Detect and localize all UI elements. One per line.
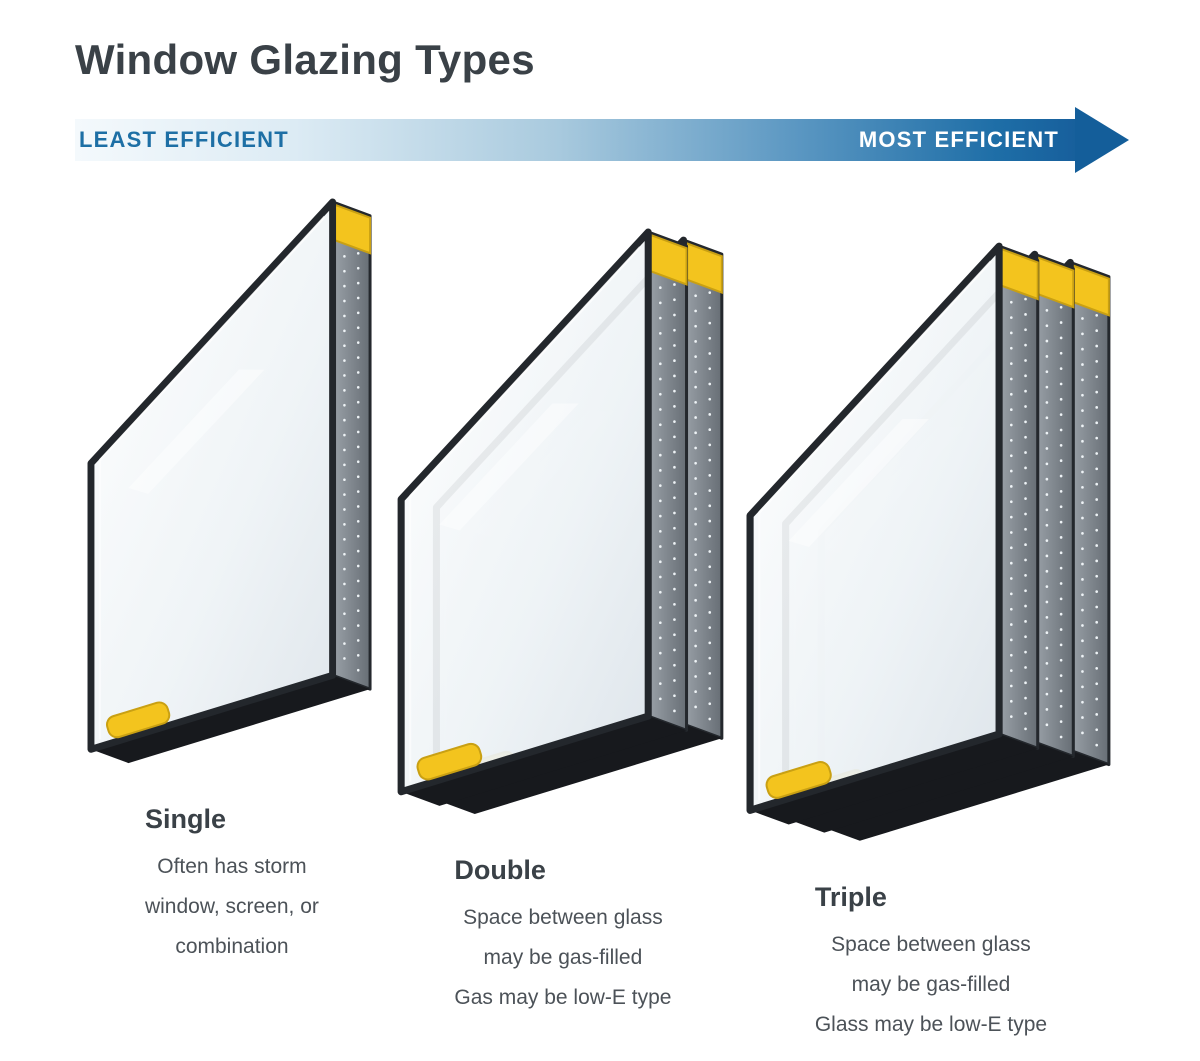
- triple-caption: Triple Space between glass may be gas-fi…: [815, 848, 1047, 1045]
- most-efficient-label: MOST EFFICIENT: [858, 127, 1059, 152]
- type-name-single: Single: [144, 804, 226, 834]
- efficiency-scale: LEAST EFFICIENT MOST EFFICIENT: [75, 107, 1129, 173]
- page-title: Window Glazing Types: [75, 36, 535, 83]
- type-desc-single: Often has storm window, screen, or combi…: [145, 847, 319, 967]
- least-efficient-label: LEAST EFFICIENT: [79, 127, 289, 152]
- desc-line: Gas may be low-E type: [454, 985, 672, 1009]
- glazing-type-single: Single Often has storm window, screen, o…: [75, 198, 389, 967]
- type-name-triple: Triple: [814, 882, 887, 912]
- type-desc-triple: Space between glass may be gas-filled Gl…: [815, 925, 1047, 1045]
- glass-pane: [401, 232, 686, 806]
- efficiency-gradient-bar: [75, 119, 1077, 161]
- glass-pane: [750, 246, 1038, 824]
- type-desc-double: Space between glass may be gas-filled Ga…: [454, 898, 671, 1018]
- arrow-head-icon: [1075, 107, 1129, 173]
- desc-line: may be gas-filled: [851, 972, 1011, 996]
- desc-line: window, screen, or: [144, 894, 319, 918]
- glazing-types-row: Single Often has storm window, screen, o…: [75, 194, 1125, 1045]
- desc-line: Often has storm: [157, 855, 307, 878]
- single-caption: Single Often has storm window, screen, o…: [145, 770, 319, 967]
- triple-glazing-illustration: [746, 242, 1116, 848]
- double-glazing-illustration: [397, 228, 729, 821]
- desc-line: may be gas-filled: [483, 945, 643, 969]
- desc-line: Space between glass: [831, 933, 1031, 956]
- desc-line: Glass may be low-E type: [814, 1012, 1048, 1036]
- desc-line: combination: [175, 934, 289, 958]
- double-caption: Double Space between glass may be gas-fi…: [454, 821, 671, 1018]
- single-glazing-illustration: [87, 198, 377, 770]
- glazing-type-triple: Triple Space between glass may be gas-fi…: [737, 242, 1125, 1045]
- glass-pane: [91, 202, 370, 763]
- type-name-double: Double: [454, 855, 546, 885]
- desc-line: Space between glass: [463, 906, 663, 929]
- glazing-type-double: Double Space between glass may be gas-fi…: [389, 228, 737, 1018]
